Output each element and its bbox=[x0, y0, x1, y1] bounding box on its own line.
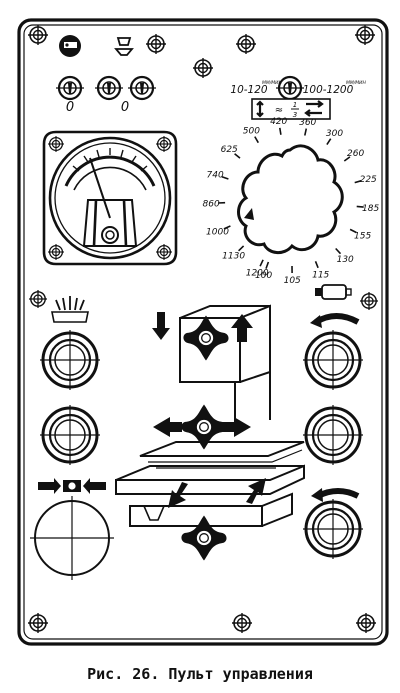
spindle-icon bbox=[59, 35, 81, 57]
dial-scale-label: 1000 bbox=[206, 228, 229, 238]
ratio-approx: ≈ bbox=[275, 105, 283, 116]
dial-scale-tick bbox=[238, 245, 245, 252]
dial-scale-tick bbox=[223, 225, 231, 230]
dial-scale-label: 500 bbox=[243, 127, 260, 137]
dial-scale-tick bbox=[349, 228, 357, 234]
dial-scale-tick bbox=[335, 247, 342, 255]
dial-scale-label: 115 bbox=[312, 270, 329, 280]
arrow-up-icon bbox=[231, 314, 253, 342]
dial-scale-label: 740 bbox=[207, 171, 224, 181]
dial-scale-label: 625 bbox=[221, 145, 238, 155]
speed-right-label: 100-1200 bbox=[303, 84, 354, 96]
dial-scale-label: 155 bbox=[354, 232, 371, 242]
figure-caption: Рис. 26. Пульт управления bbox=[87, 665, 313, 683]
clamp-symbol-icon bbox=[38, 478, 106, 494]
speed-left-unit: ММ/МИН bbox=[262, 80, 283, 86]
ratio-numerator: 1 bbox=[293, 101, 297, 109]
toggle-position-label-1: 0 bbox=[66, 100, 74, 115]
vertical-arrows-icon bbox=[256, 100, 264, 118]
arrow-diag-up-right-icon bbox=[246, 478, 266, 504]
dial-scale-tick bbox=[314, 261, 319, 269]
motor-icon bbox=[315, 284, 352, 300]
dial-scale-label: 1130 bbox=[222, 252, 245, 262]
dial-scale-tick bbox=[343, 156, 351, 162]
dial-scale-label: 100 bbox=[255, 271, 272, 281]
rotation-arrow-top-icon bbox=[310, 313, 360, 328]
arrow-diag-down-left-icon bbox=[168, 482, 188, 508]
dial-scale-label: 860 bbox=[203, 199, 220, 209]
dial-scale-label: 105 bbox=[284, 276, 301, 286]
dial-scale-tick bbox=[354, 179, 362, 184]
speed-right-unit: ММ/МИН bbox=[346, 80, 367, 86]
feed-dial[interactable] bbox=[237, 144, 344, 254]
panel-inner-border bbox=[23, 24, 383, 640]
arrow-right-icon bbox=[222, 417, 251, 437]
meter-needle bbox=[89, 157, 111, 219]
dial-scale-tick bbox=[265, 261, 270, 269]
dial-scale-label: 225 bbox=[360, 175, 377, 185]
dial-scale-label: 130 bbox=[337, 255, 354, 265]
milling-cutter-icon bbox=[51, 296, 89, 323]
dial-scale-label: 260 bbox=[347, 149, 364, 159]
dial-scale-tick bbox=[356, 205, 364, 208]
dial-scale-tick bbox=[254, 136, 259, 144]
feed-dial-ticks bbox=[218, 127, 364, 274]
coolant-icon bbox=[114, 37, 134, 56]
toggle-position-label-2: 0 bbox=[121, 100, 129, 115]
horizontal-arrows-icon bbox=[304, 100, 324, 117]
dial-scale-label: 420 bbox=[270, 117, 287, 127]
dial-scale-tick bbox=[259, 259, 264, 267]
round-blank-plate bbox=[30, 496, 114, 580]
rotation-arrow-bottom-icon bbox=[311, 488, 360, 502]
arrow-left-icon bbox=[153, 417, 182, 437]
dial-scale-tick bbox=[234, 153, 241, 159]
dial-scale-label: 360 bbox=[299, 118, 316, 128]
dial-scale-tick bbox=[326, 138, 332, 146]
load-meter bbox=[42, 130, 178, 266]
dial-pointer-icon bbox=[244, 208, 254, 220]
feed-dial-scale: 100 105 115 130 155 185 225 260 300 360 420 500 625 7… bbox=[203, 117, 380, 286]
dial-scale-tick bbox=[221, 176, 229, 180]
dial-scale-tick bbox=[304, 128, 308, 136]
dial-scale-tick bbox=[279, 127, 282, 135]
ratio-denominator: 3 bbox=[293, 111, 297, 119]
arrow-down-icon bbox=[152, 312, 170, 340]
ratio-box: ≈ 1 3 bbox=[251, 98, 331, 120]
dial-scale-label: 300 bbox=[326, 129, 343, 139]
dial-scale-label: 1200 bbox=[246, 269, 269, 279]
machine-schematic bbox=[115, 304, 305, 527]
dial-scale-label: 185 bbox=[362, 204, 379, 214]
speed-left-label: 10-120 bbox=[230, 84, 268, 96]
